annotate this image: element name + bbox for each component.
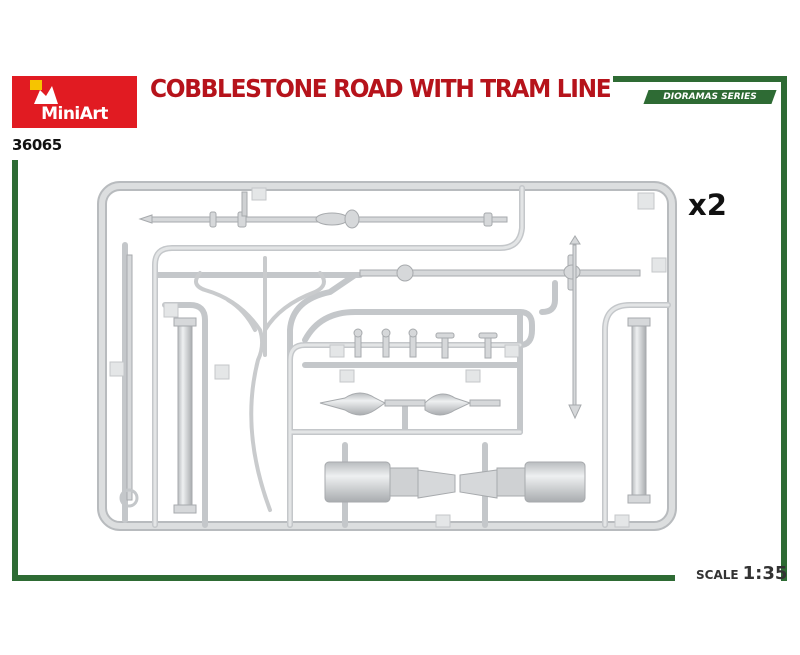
brand-logo: MiniArt: [12, 76, 137, 128]
frame-bottom-border: [12, 575, 675, 581]
product-code: 36065: [12, 136, 62, 154]
part-left-thin-rod: [119, 254, 139, 508]
product-title: COBBLESTONE ROAD WITH TRAM LINE: [150, 74, 612, 103]
part-lamp-heads: [319, 392, 501, 416]
frame-top-border: [613, 76, 787, 82]
part-top-rod: [138, 191, 508, 229]
logo-mark-icon: [30, 80, 58, 104]
frame-right-border: [781, 76, 787, 581]
part-scroll-bracket: [194, 256, 326, 512]
scale-value: 1:35: [742, 563, 788, 584]
sprue-number-tabs: [109, 187, 667, 528]
frame-left-border: [12, 160, 18, 581]
brand-name: MiniArt: [41, 104, 108, 124]
part-left-barrel: [173, 317, 197, 514]
part-lantern-cylinders: [324, 461, 586, 503]
part-right-barrel: [627, 317, 651, 504]
part-insulators: [353, 328, 498, 359]
series-label: DIORAMAS SERIES: [663, 92, 757, 102]
quantity-label: x2: [688, 188, 727, 222]
part-right-rod: [359, 235, 641, 420]
scale-caption: SCALE: [696, 568, 739, 582]
